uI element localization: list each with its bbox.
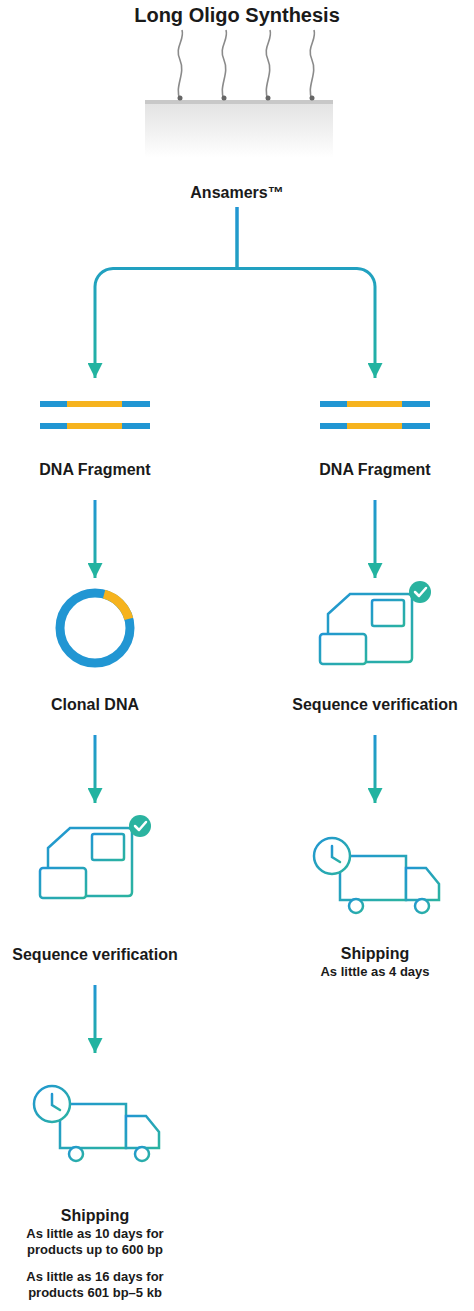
anchor-dot <box>222 96 227 101</box>
flow-arrow <box>374 500 377 578</box>
sequencer-icon <box>320 581 431 664</box>
oligo-strand <box>222 30 226 100</box>
process-step: Sequence verification <box>0 805 195 965</box>
plasmid-insert <box>104 594 129 619</box>
process-step: Sequence verification <box>275 580 474 715</box>
step-label: Ansamers™ <box>190 183 283 203</box>
step-label: DNA Fragment <box>39 460 150 480</box>
step-label: Sequence verification <box>12 945 177 965</box>
array-surface <box>145 100 333 104</box>
oligo-strand <box>310 30 314 100</box>
diagram-title: Long Oligo Synthesis <box>0 3 474 27</box>
process-step: ShippingAs little as 4 days <box>295 805 455 980</box>
step-label: Sequence verification <box>292 695 457 715</box>
dna-fragment-icon <box>320 401 430 429</box>
plasmid-icon <box>60 593 130 663</box>
step-label: DNA Fragment <box>319 460 430 480</box>
step-note: As little as 4 days <box>320 964 429 980</box>
flow-arrow <box>374 735 377 803</box>
anchor-dot <box>310 96 315 101</box>
plasmid-ring <box>60 593 130 663</box>
step-note: As little as 10 days for products up to … <box>0 1226 190 1258</box>
array-shadow <box>145 104 333 158</box>
dna-fragment-icon <box>40 401 150 429</box>
process-step: ShippingAs little as 10 days for product… <box>0 1055 190 1301</box>
shipping-truck-icon <box>34 1086 159 1161</box>
flow-arrow <box>94 500 97 578</box>
flow-arrow <box>94 735 97 803</box>
flow-arrow <box>95 207 237 378</box>
flow-arrow <box>94 985 97 1053</box>
anchor-dot <box>178 96 183 101</box>
sequencer-icon <box>40 815 151 898</box>
flow-arrow <box>237 207 375 378</box>
step-note: As little as 16 days for products 601 bp… <box>0 1269 190 1301</box>
anchor-dot <box>266 96 271 101</box>
step-label: Shipping <box>61 1206 129 1226</box>
process-step: DNA Fragment <box>295 380 455 480</box>
process-step: Clonal DNA <box>15 580 175 715</box>
oligo-strand <box>266 30 270 100</box>
step-label: Shipping <box>341 944 409 964</box>
process-step: Ansamers™ <box>137 25 337 203</box>
process-step: DNA Fragment <box>15 380 175 480</box>
oligo-array <box>145 30 333 158</box>
shipping-truck-icon <box>314 838 439 913</box>
oligo-strand <box>178 30 182 100</box>
step-label: Clonal DNA <box>51 695 139 715</box>
